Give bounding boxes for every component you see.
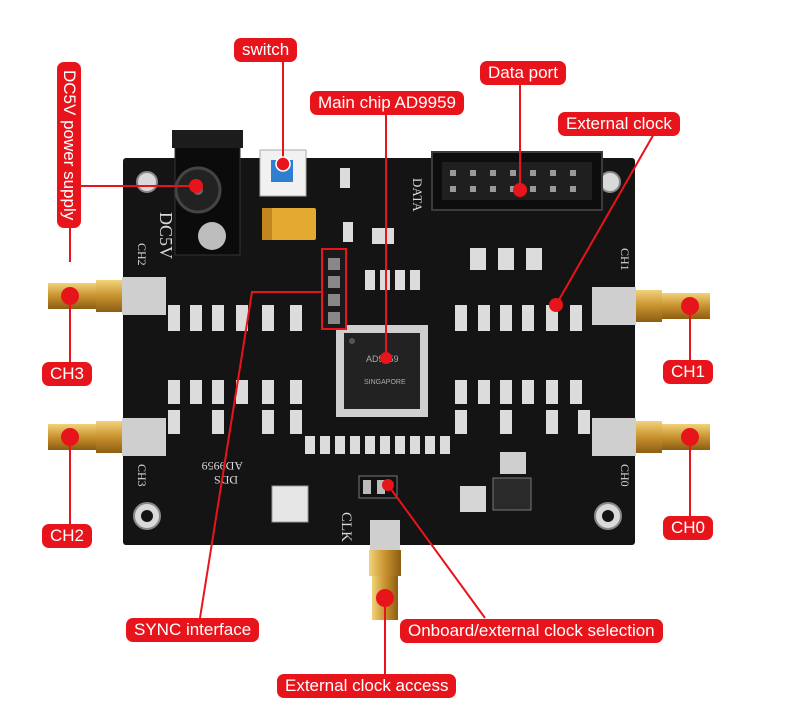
label-ch3: CH3 bbox=[42, 362, 93, 386]
smd-pads bbox=[168, 168, 590, 454]
silk-clk: CLK bbox=[338, 512, 354, 542]
label-dc5v-power: DC5V power supply bbox=[57, 62, 81, 229]
sma-ch3 bbox=[48, 277, 166, 315]
dc-power-jack bbox=[172, 130, 243, 256]
sma-ch0 bbox=[592, 418, 710, 456]
label-switch: switch bbox=[234, 38, 298, 62]
data-port-header bbox=[431, 151, 603, 211]
label-ch1: CH1 bbox=[663, 360, 714, 384]
silk-module-name: AD9959 bbox=[202, 459, 243, 473]
silk-ch3: CH3 bbox=[135, 464, 149, 487]
label-clock-selection: Onboard/external clock selection bbox=[400, 619, 663, 643]
silk-ch0: CH0 bbox=[618, 464, 632, 487]
silk-data: DATA bbox=[410, 178, 425, 212]
label-sync-interface: SYNC interface bbox=[126, 618, 260, 642]
label-external-clock: External clock bbox=[558, 112, 680, 136]
sma-clk bbox=[369, 520, 401, 620]
silk-module-sub: DDS bbox=[214, 473, 238, 487]
sma-ch1 bbox=[592, 287, 710, 325]
leader-lines bbox=[69, 60, 691, 674]
label-ch0: CH0 bbox=[663, 516, 714, 540]
sync-header bbox=[321, 248, 347, 330]
chip-maker-marking: SINGAPORE bbox=[364, 379, 406, 386]
oscillator bbox=[271, 485, 309, 523]
label-data-port: Data port bbox=[480, 61, 566, 85]
silk-dc5v: DC5V bbox=[156, 212, 176, 259]
label-main-chip: Main chip AD9959 bbox=[310, 91, 464, 115]
main-chip bbox=[336, 325, 428, 417]
sma-ch2 bbox=[48, 418, 166, 456]
silk-ch1: CH1 bbox=[618, 248, 632, 271]
silk-ch2: CH2 bbox=[135, 243, 149, 266]
label-ch2: CH2 bbox=[42, 524, 93, 548]
label-external-clock-access: External clock access bbox=[277, 674, 457, 698]
